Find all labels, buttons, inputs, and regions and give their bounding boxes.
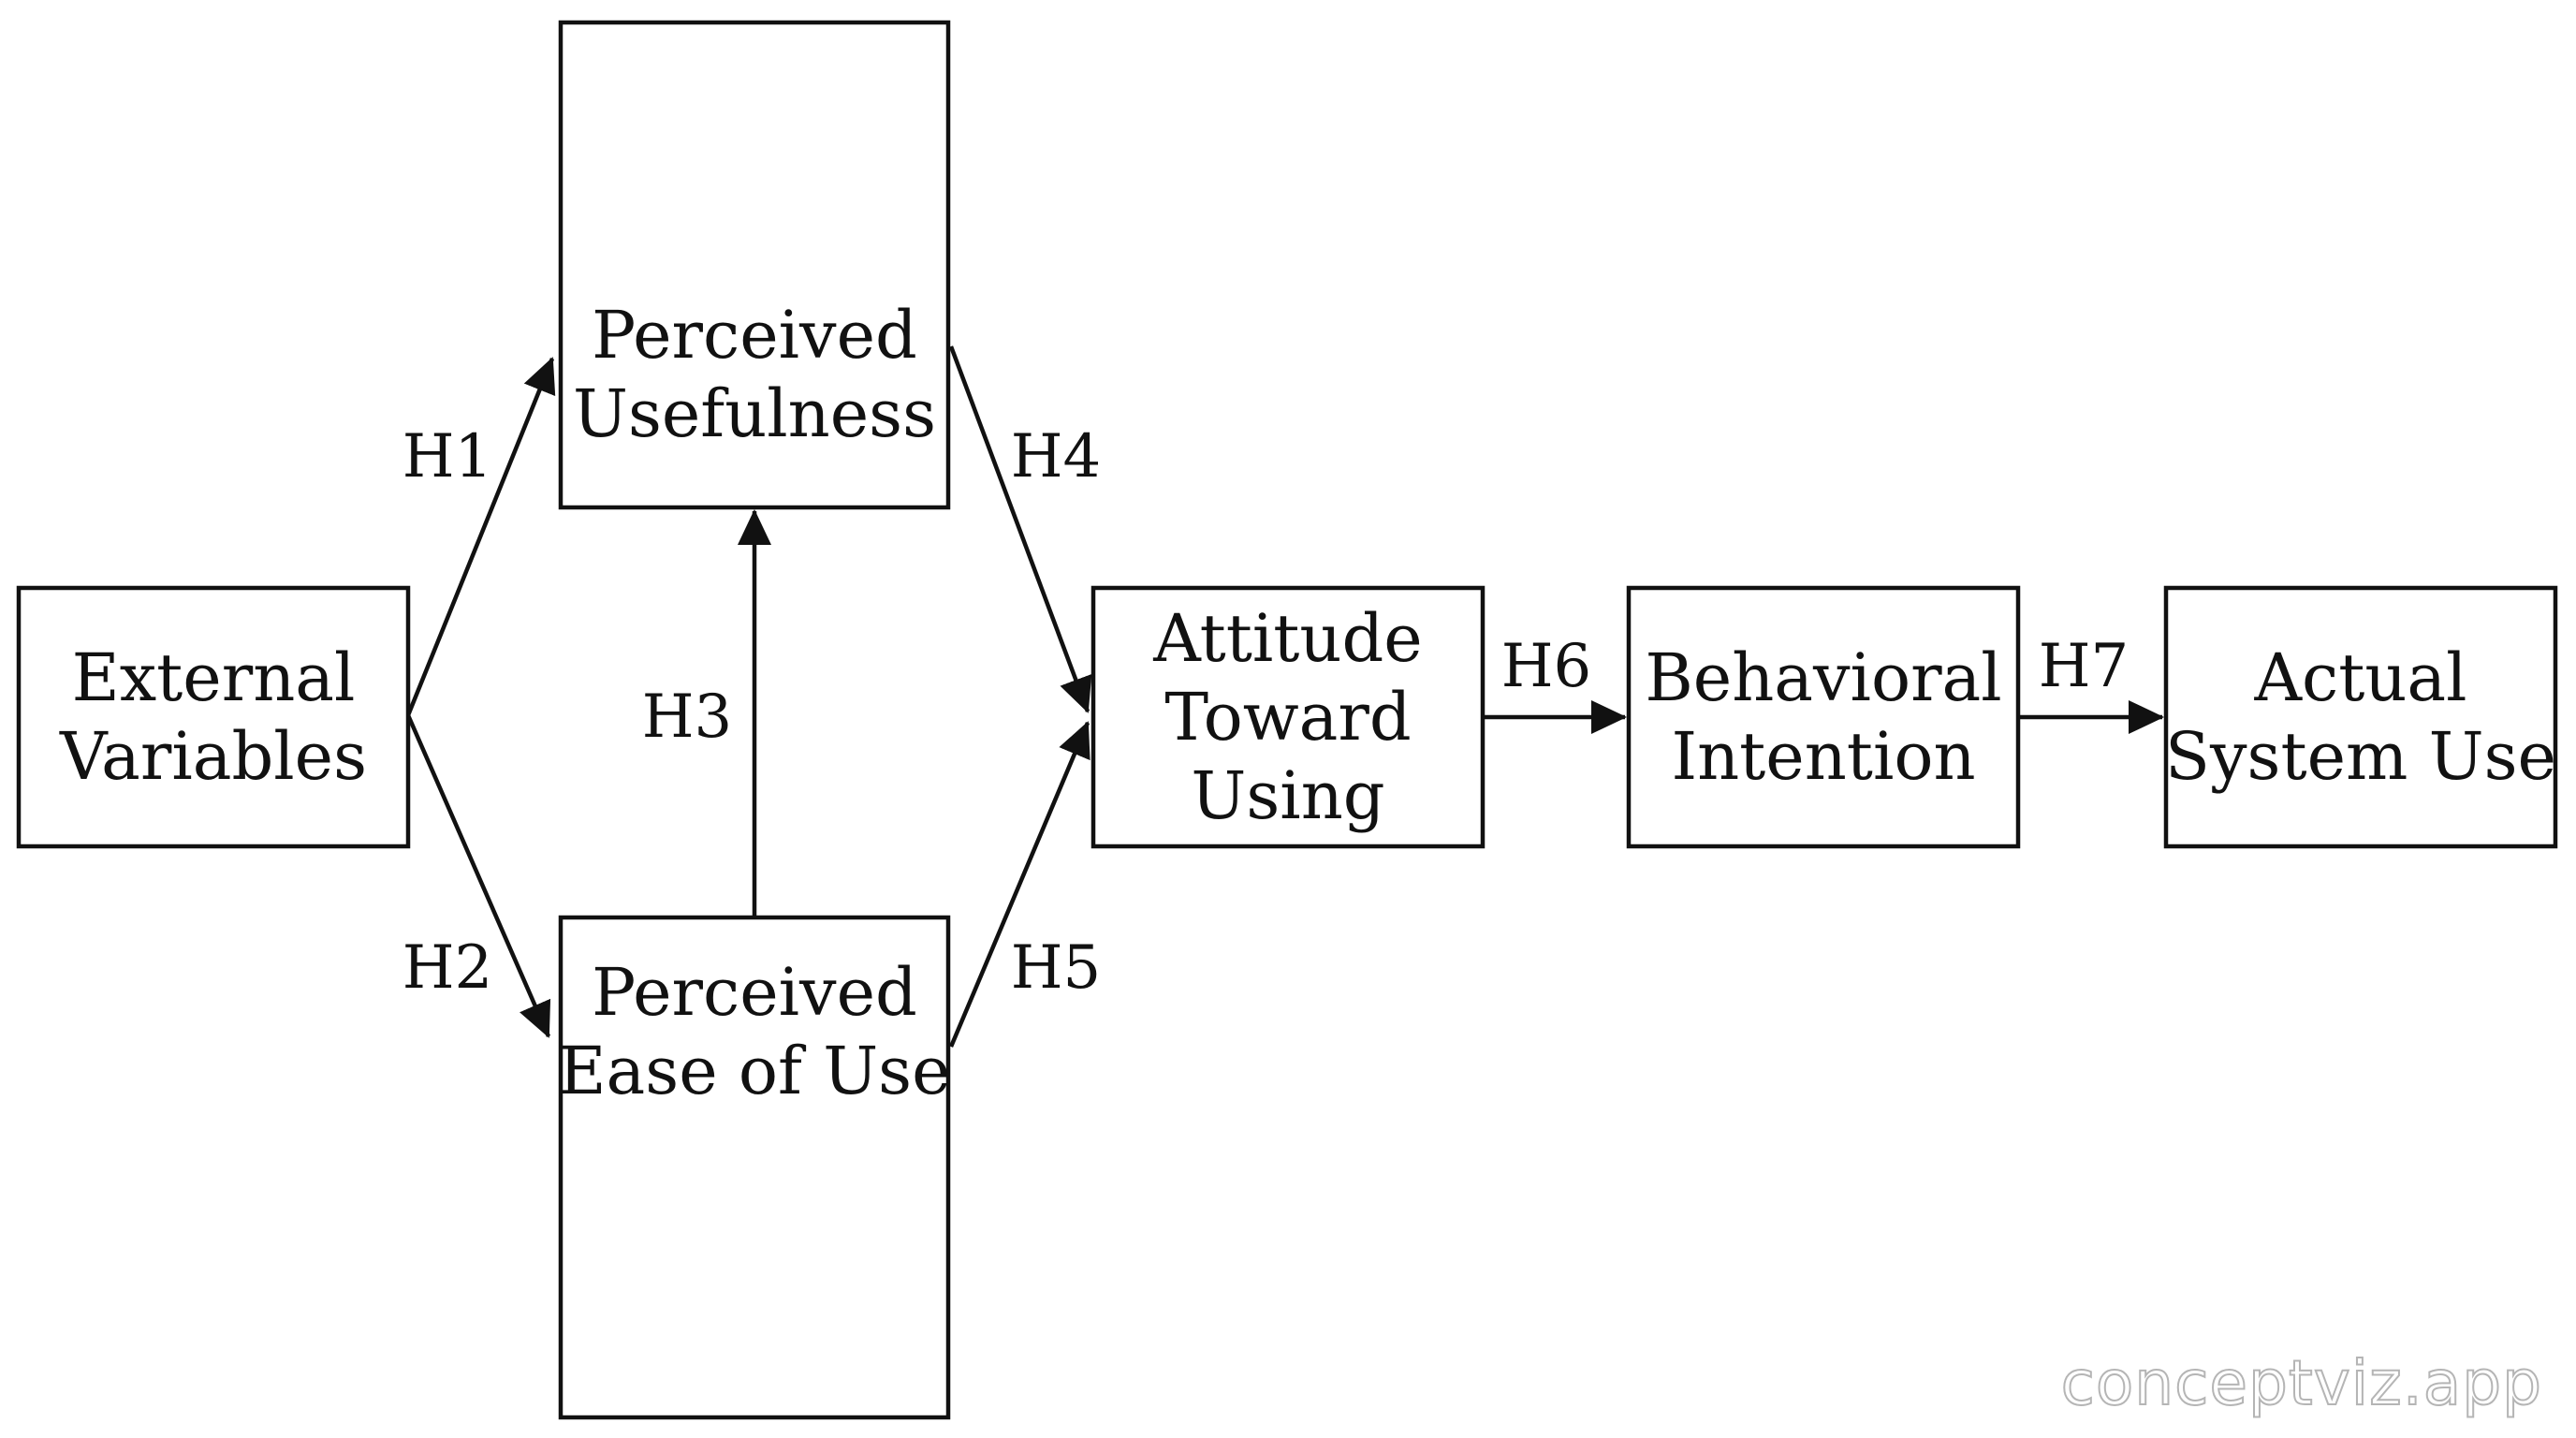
- node-label-line: System Use: [2165, 718, 2556, 795]
- node-label-line: Usefulness: [573, 375, 936, 452]
- edge-h4: [948, 345, 1092, 713]
- node-label-line: Perceived: [592, 954, 917, 1031]
- node-label-line: Behavioral: [1645, 639, 2001, 716]
- edge-h5: [948, 721, 1090, 1048]
- node-label-line: Attitude: [1152, 600, 1422, 677]
- node-attitude-toward-using: Attitude Toward Using: [1090, 585, 1486, 849]
- edge-h1: [405, 357, 556, 716]
- edge-label-h5: H5: [1011, 933, 1102, 1003]
- edge-labels: H1 H2 H3 H4 H5 H6 H7: [402, 422, 2130, 1003]
- watermark: conceptviz.app: [2060, 1346, 2542, 1420]
- node-label-line: Perceived: [592, 297, 917, 374]
- node-label-line: External: [72, 639, 356, 716]
- edge-label-h1: H1: [402, 422, 493, 492]
- edge-label-h7: H7: [2039, 632, 2130, 701]
- node-label-line: Using: [1191, 757, 1384, 834]
- node-label-line: Intention: [1671, 718, 1975, 795]
- node-perceived-ease-of-use: Perceived Ease of Use: [558, 915, 951, 1420]
- node-label-line: Variables: [59, 718, 367, 795]
- node-external-variables: External Variables: [16, 585, 411, 849]
- edge-label-h3: H3: [642, 682, 733, 752]
- node-behavioral-intention: Behavioral Intention: [1626, 585, 2021, 849]
- edge-label-h4: H4: [1011, 422, 1102, 492]
- edges: [405, 345, 2164, 1048]
- edge-h2: [405, 714, 551, 1038]
- edge-label-h6: H6: [1501, 632, 1592, 701]
- node-actual-system-use: Actual System Use: [2163, 585, 2558, 849]
- node-label-line: Actual: [2253, 639, 2466, 716]
- node-label-line: Ease of Use: [558, 1033, 950, 1109]
- node-label-line: Toward: [1164, 679, 1411, 756]
- edge-label-h2: H2: [402, 933, 493, 1003]
- node-perceived-usefulness: Perceived Usefulness: [558, 20, 951, 510]
